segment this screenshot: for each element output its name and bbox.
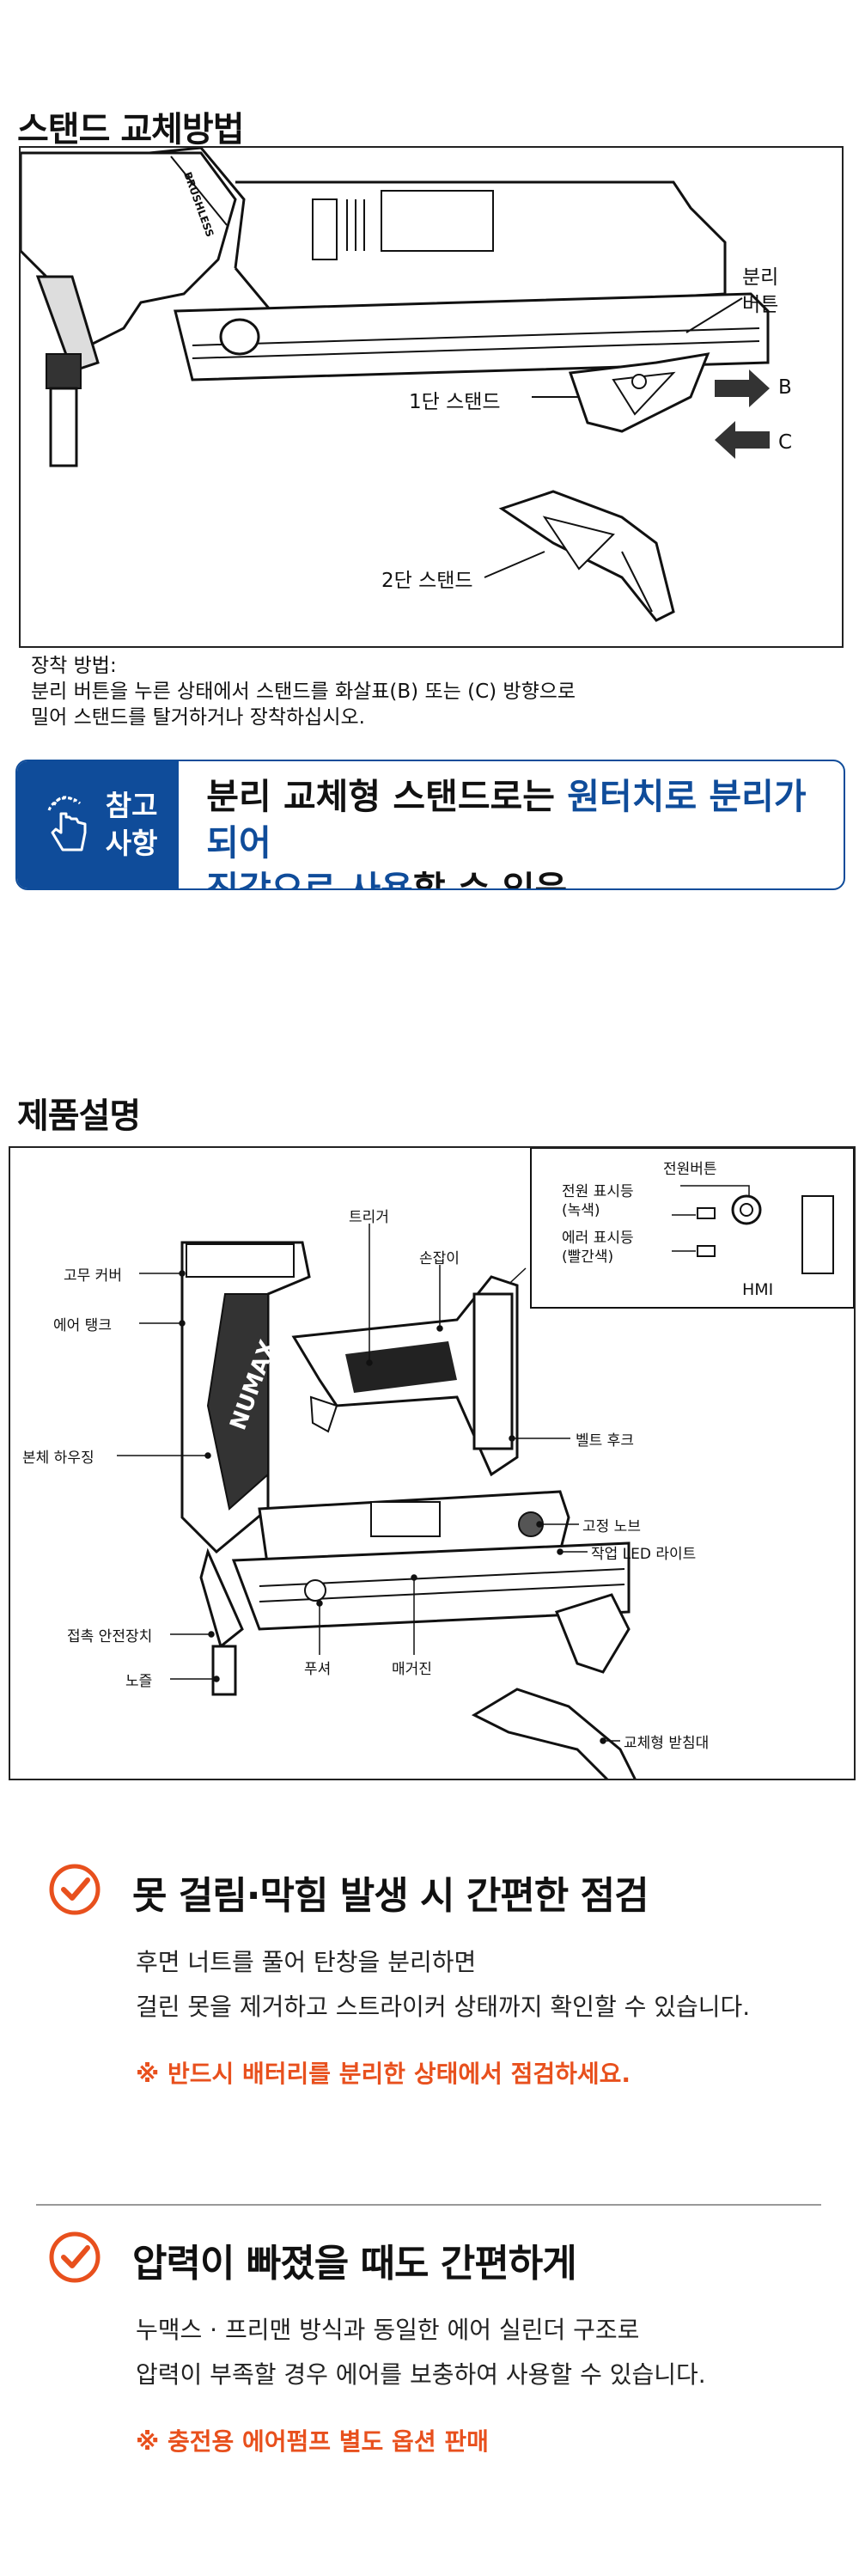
stand2-label: 2단 스탠드: [381, 570, 473, 592]
label-fixing-knob: 고정 노브: [582, 1518, 641, 1535]
section-title-product-description: 제품설명: [17, 1096, 141, 1136]
label-error-indicator: 에러 표시등(빨간색): [562, 1230, 634, 1266]
label-nozzle: 노즐: [125, 1673, 153, 1690]
hand-tap-icon: [47, 796, 87, 852]
label-belt-hook: 벨트 후크: [576, 1432, 634, 1450]
label-magazine: 매거진: [392, 1661, 432, 1678]
reference-text: 분리 교체형 스탠드로는 원터치로 분리가 되어 직각으로 사용할 수 있음.: [206, 776, 807, 890]
stand-diagram-box: BRUSHLESS 분리 버튼 1단 스탠드 B: [19, 146, 844, 648]
feature2-warning: ※ 충전용 에어펌프 별도 옵션 판매: [136, 2427, 489, 2456]
feature1-body: 후면 너트를 풀어 탄창을 분리하면 걸린 못을 제거하고 스트라이커 상태까지…: [136, 1948, 751, 2021]
divider: [36, 2204, 821, 2206]
release-button-label: 분리 버튼: [742, 266, 779, 316]
arrow-c-label: C: [778, 431, 793, 454]
check-circle-icon: [49, 1864, 101, 1915]
arrow-b-label: B: [778, 376, 792, 399]
reference-badge-line2: 사항: [105, 827, 158, 860]
label-power-button: 전원버튼: [663, 1161, 717, 1178]
stand-diagram-illustration: BRUSHLESS: [19, 146, 770, 622]
reference-badge: 참고 사항: [17, 761, 180, 888]
label-contact-safety: 접촉 안전장치: [67, 1628, 153, 1645]
label-rubber-cover: 고무 커버: [64, 1267, 122, 1285]
label-air-tank: 에어 탱크: [53, 1317, 112, 1334]
feature2-body: 누맥스 · 프리맨 방식과 동일한 에어 실린더 구조로 압력이 부족할 경우 …: [136, 2316, 706, 2389]
label-work-led: 작업 LED 라이트: [591, 1546, 697, 1563]
label-body-housing: 본체 하우징: [22, 1450, 94, 1467]
reference-badge-line1: 참고: [105, 789, 158, 822]
label-trigger: 트리거: [349, 1209, 389, 1226]
label-handle: 손잡이: [419, 1250, 460, 1267]
install-note: 장착 방법: 분리 버튼을 누른 상태에서 스탠드를 화살표(B) 또는 (C)…: [31, 655, 576, 729]
product-diagram-box: NUMAX: [9, 1146, 856, 1785]
label-power-indicator: 전원 표시등(녹색): [562, 1183, 634, 1219]
reference-box: 참고 사항 분리 교체형 스탠드로는 원터치로 분리가 되어 직각으로 사용할 …: [15, 760, 845, 890]
label-stand: 교체형 받침대: [624, 1735, 710, 1752]
feature1-warning: ※ 반드시 배터리를 분리한 상태에서 점검하세요.: [136, 2060, 631, 2088]
check-circle-icon: [49, 2231, 101, 2283]
label-pusher: 푸셔: [304, 1661, 332, 1678]
label-hmi: HMI: [742, 1280, 774, 1299]
section-title-stand-replace: 스탠드 교체방법: [17, 110, 245, 150]
feature2-title: 압력이 빠졌을 때도 간편하게: [132, 2242, 577, 2286]
stand1-label: 1단 스탠드: [409, 391, 501, 413]
feature1-title: 못 걸림·막힘 발생 시 간편한 점검: [132, 1874, 649, 1918]
product-diagram-illustration: NUMAX: [117, 1147, 855, 1785]
